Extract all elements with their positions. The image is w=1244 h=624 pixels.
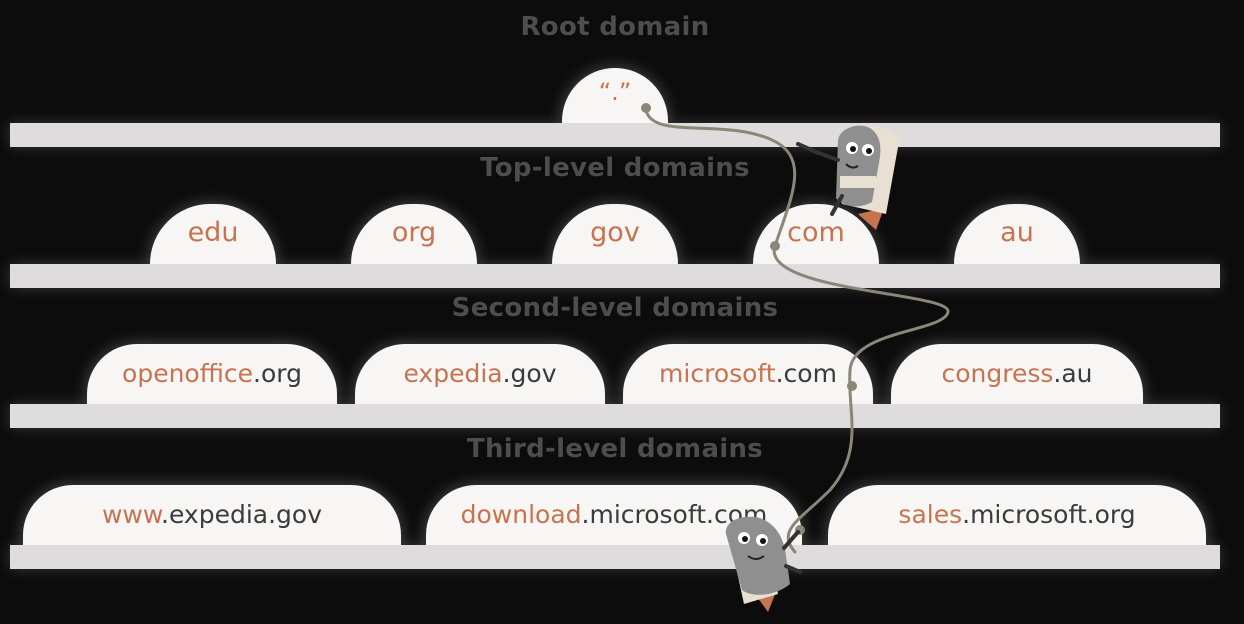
sld-suffix: .gov [502,359,557,388]
third-prefix: www [101,500,162,529]
third-suffix: .microsoft.org [962,500,1136,529]
tld-label: gov [590,217,640,248]
sld-prefix: congress [941,359,1054,388]
root-domain-title: Root domain [520,12,710,42]
top-level-domains-title: Top-level domains [480,153,750,183]
shelf-third [10,545,1220,569]
shelf-sld [10,404,1220,428]
resolution-rope [644,108,950,554]
sld-prefix: expedia [403,359,503,388]
climber-character-top [796,125,900,230]
tld-label: org [391,217,437,248]
sld-node-congress: congress.au [891,344,1143,406]
climber-character-bottom [725,516,802,612]
sld-prefix: openoffice [122,359,254,388]
tld-label: com [787,217,845,248]
sld-prefix: microsoft [659,359,776,388]
third-suffix: .expedia.gov [161,500,323,529]
sld-node-expedia: expedia.gov [355,344,605,406]
sld-node-microsoft: microsoft.com [623,344,873,406]
third-prefix: download [460,500,582,529]
shelf-tld [10,264,1220,288]
sld-node-openoffice: openoffice.org [87,344,337,406]
third-prefix: sales [898,500,963,529]
rope-knot [641,103,651,113]
sld-suffix: .com [775,359,837,388]
rope-knot [847,381,857,391]
third-level-domains-title: Third-level domains [466,434,764,464]
sld-suffix: .au [1053,359,1093,388]
rope-knot [770,241,780,251]
second-level-domains-title: Second-level domains [451,293,779,323]
sld-suffix: .org [253,359,302,388]
tld-label: edu [187,217,239,248]
third-node-www: www.expedia.gov [23,485,401,547]
tld-label: au [1000,217,1034,248]
shelf-root [10,123,1220,147]
third-node-sales: sales.microsoft.org [828,485,1206,547]
root-node-label: “.” [598,78,632,106]
